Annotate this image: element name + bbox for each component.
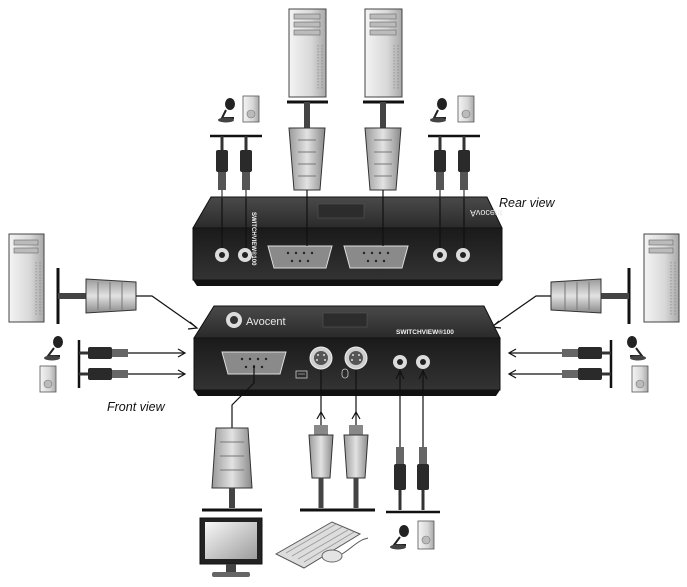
speaker-icon: [457, 95, 475, 123]
computer-tower-icon: [643, 233, 680, 323]
vga-plug: [364, 127, 402, 191]
keyboard-icon: [295, 370, 308, 379]
audio-plug: [562, 368, 611, 380]
front-model-label: SWITCHVIEW®100: [396, 328, 454, 336]
audio-plug: [394, 447, 406, 510]
rear-audio-port: [433, 248, 447, 262]
kvm-switch-front: Avocent SWITCHVIEW®100: [193, 305, 501, 396]
front-view-label: Front view: [107, 400, 165, 414]
front-audio-port: [416, 355, 430, 369]
ps2-plug: [343, 425, 369, 508]
audio-plug: [240, 136, 252, 198]
rear-model-label: SWITCHVIEW®100: [250, 212, 257, 266]
monitor-icon: [199, 517, 263, 577]
speaker-icon: [631, 365, 649, 393]
front-audio-port: [393, 355, 407, 369]
speaker-icon: [242, 95, 260, 123]
microphone-icon: [390, 525, 409, 550]
mouse-icon: [341, 368, 349, 379]
rear-audio-port: [456, 248, 470, 262]
computer-tower-icon: [8, 233, 45, 323]
vga-plug: [85, 278, 137, 314]
rear-brand-label: Avocent: [470, 208, 503, 218]
speaker-icon: [417, 520, 435, 550]
microphone-icon: [430, 98, 447, 123]
microphone-icon: [218, 98, 235, 123]
ps2-keyboard-port: [309, 346, 333, 370]
rear-vga-port: [267, 245, 333, 269]
audio-plug: [216, 136, 228, 198]
rear-vga-port: [343, 245, 409, 269]
ps2-mouse-port: [344, 346, 368, 370]
vga-plug: [288, 127, 326, 191]
audio-plug: [79, 347, 128, 359]
audio-plug: [417, 447, 429, 510]
ps2-plug: [308, 425, 334, 508]
audio-plug: [434, 136, 446, 198]
front-brand-label: Avocent: [246, 316, 286, 328]
speaker-icon: [39, 365, 57, 393]
microphone-icon: [627, 336, 646, 361]
computer-tower-icon: [364, 8, 403, 98]
audio-plug: [562, 347, 611, 359]
rear-audio-port: [238, 248, 252, 262]
rear-audio-port: [215, 248, 229, 262]
vga-plug: [550, 278, 602, 314]
kvm-switch-rear: SWITCHVIEW®100 Avocent: [192, 196, 503, 286]
vga-plug: [211, 427, 253, 489]
front-vga-port: [221, 351, 287, 375]
computer-tower-icon: [288, 8, 327, 98]
mouse-icon: [321, 537, 369, 563]
rear-view-label: Rear view: [499, 196, 555, 210]
microphone-icon: [44, 336, 63, 361]
audio-plug: [458, 136, 470, 198]
keyboard-icon: [274, 521, 362, 569]
audio-plug: [79, 368, 128, 380]
